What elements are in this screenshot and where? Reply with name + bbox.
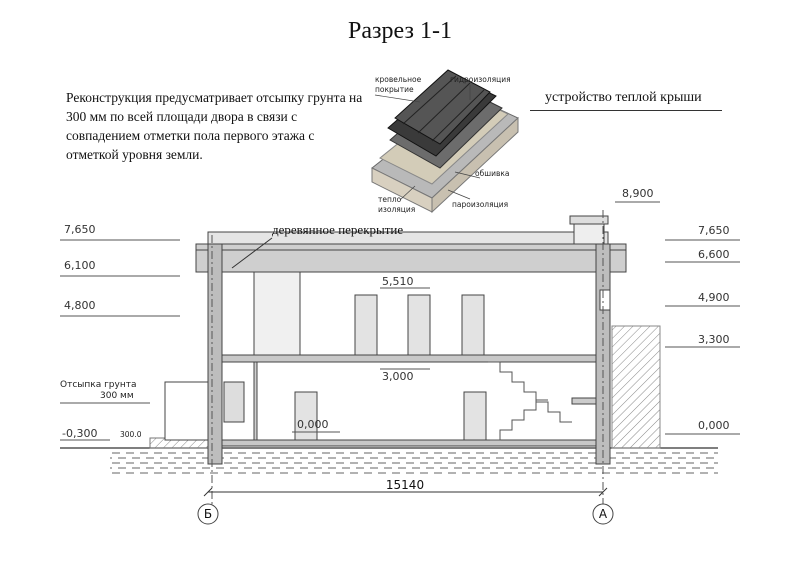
- axis-marker-a: [592, 503, 614, 525]
- floor-label: деревянное перекрытие: [272, 222, 403, 237]
- building-section: [164, 215, 661, 465]
- level-inner-0000: 0,000: [297, 418, 329, 431]
- reconstruction-note: Реконструкция предусматривает отсыпку гр…: [66, 90, 363, 162]
- level-left-4800: 4,800: [64, 299, 96, 312]
- layer-vapor-barrier: пароизоляция: [452, 200, 508, 209]
- layer-waterproofing: гидроизоляция: [450, 75, 511, 84]
- fill-note-line1: Отсыпка грунта: [60, 380, 137, 390]
- level-left-minus-0300: -0,300: [62, 427, 97, 440]
- levels-right: [615, 201, 740, 435]
- layer-insulation-line1: тепло: [378, 195, 402, 204]
- layer-sheathing: обшивка: [475, 169, 510, 178]
- layer-roofing-line2: покрытие: [375, 85, 414, 94]
- drawing-title: Разрез 1-1: [348, 18, 452, 44]
- layer-insulation-line2: изоляция: [378, 205, 415, 214]
- dimension-15140: 15140: [386, 478, 424, 492]
- level-inner-5510: 5,510: [382, 275, 414, 288]
- level-right-4900: 4,900: [698, 291, 730, 304]
- axis-label-a: А: [599, 507, 608, 521]
- level-right-6600: 6,600: [698, 248, 730, 261]
- level-right-8900: 8,900: [622, 187, 654, 200]
- fill-note-value: 300.0: [120, 430, 142, 439]
- level-inner-3000: 3,000: [382, 370, 414, 383]
- fill-note-line2: 300 мм: [100, 391, 134, 401]
- axis-label-b: Б: [204, 507, 212, 521]
- layer-roofing-line1: кровельное: [375, 75, 422, 84]
- level-left-7650: 7,650: [64, 223, 96, 236]
- soil-hatch: [110, 448, 718, 474]
- roof-label-underline: [530, 110, 722, 111]
- level-right-7650: 7,650: [698, 224, 730, 237]
- level-right-3300: 3,300: [698, 333, 730, 346]
- axis-marker-b: [197, 503, 219, 525]
- roof-layers-illustration: кровельное покрытие гидроизоляция обшивк…: [371, 69, 519, 214]
- level-right-0000: 0,000: [698, 419, 730, 432]
- roof-label: устройство теплой крыши: [545, 90, 702, 105]
- floor-label-leader: [231, 237, 273, 269]
- level-left-6100: 6,100: [64, 259, 96, 272]
- levels-left: [60, 239, 180, 441]
